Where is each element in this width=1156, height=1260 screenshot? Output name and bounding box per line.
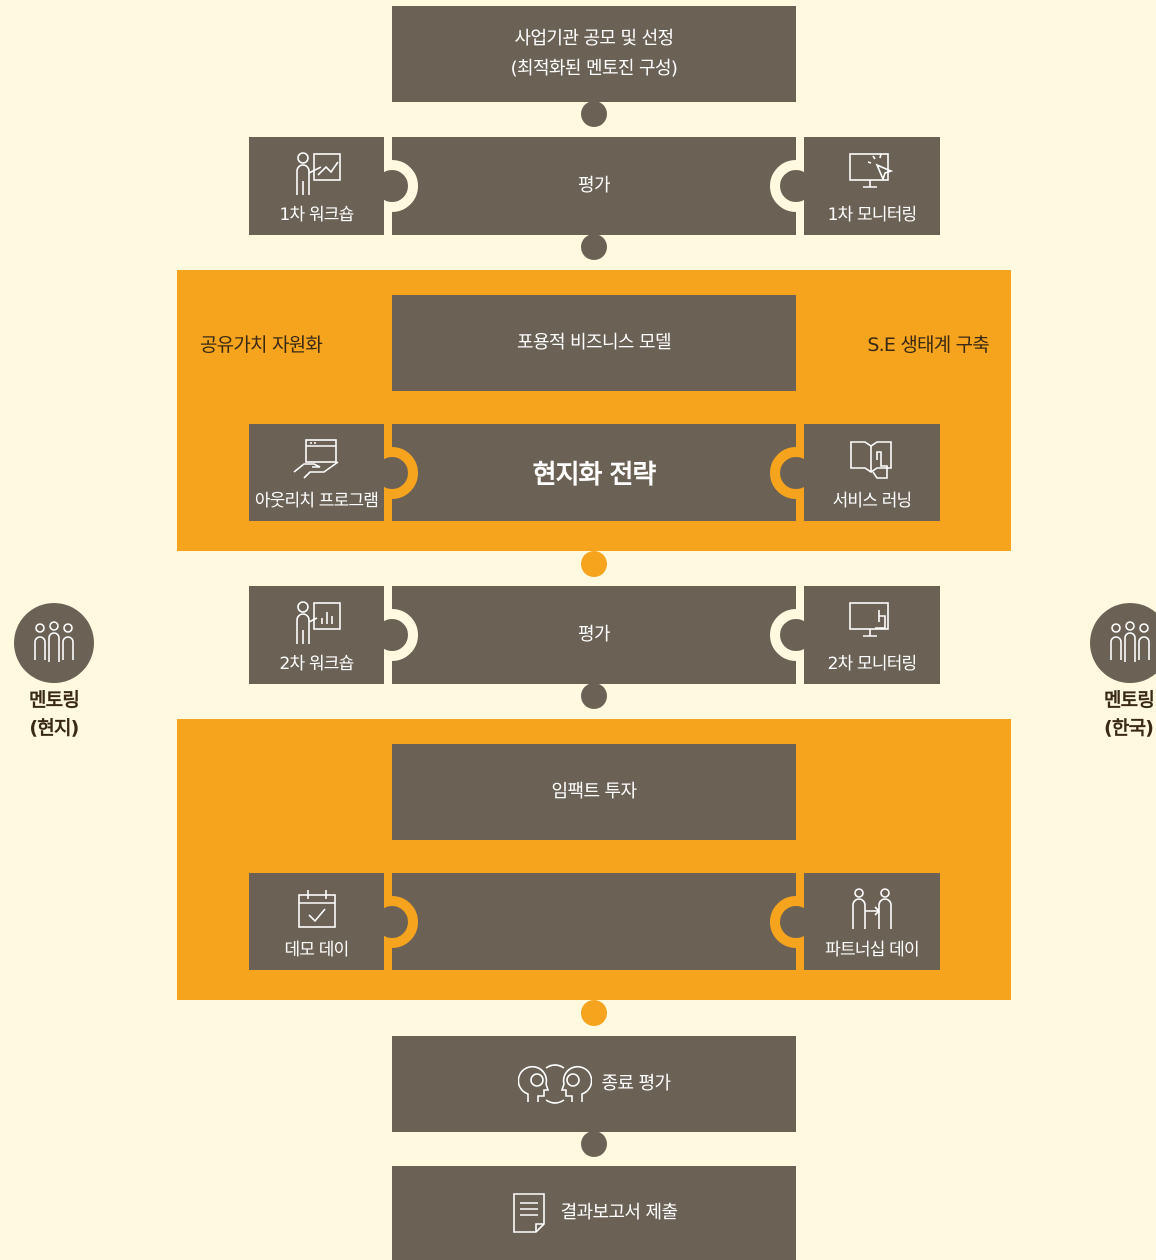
mentoring-korea-circle — [1090, 603, 1156, 683]
impact-investment-label: 임팩트 투자 — [551, 781, 638, 802]
impact-investment-box: 임팩트 투자 — [392, 744, 796, 840]
final-evaluation-box: 종료 평가 — [392, 1036, 796, 1132]
final-evaluation-label: 종료 평가 — [601, 1073, 672, 1094]
shared-value-label: 공유가치 자원화 — [200, 334, 323, 356]
localization-label: 현지화 전략 — [532, 460, 657, 490]
evaluation-label: 평가 — [578, 624, 611, 645]
connector-knob — [581, 683, 607, 709]
monitor-touch-icon — [804, 600, 940, 640]
report-box: 결과보고서 제출 — [392, 1166, 796, 1260]
mentoring-korea-sub: (한국) — [1104, 717, 1154, 739]
evaluation-box-1: 평가 — [392, 137, 796, 235]
partnership-day-tile: 파트너십 데이 — [804, 873, 940, 970]
people-exchange-icon — [804, 887, 940, 933]
connector-knob — [581, 101, 607, 127]
connector-knob — [581, 1000, 607, 1026]
head-question-gear-icon — [517, 1062, 592, 1106]
presentation-chart-icon — [249, 600, 384, 646]
connector-knob — [581, 551, 607, 577]
ecosystem-label: S.E 생태계 구축 — [867, 334, 989, 356]
service-learning-label: 서비스 러닝 — [832, 491, 913, 511]
recruitment-box: 사업기관 공모 및 선정 (최적화된 멘토진 구성) — [392, 6, 796, 102]
outreach-tile: 아웃리치 프로그램 — [249, 424, 384, 521]
workshop-2-label: 2차 워크숍 — [279, 654, 355, 674]
monitoring-1-tile: 1차 모니터링 — [804, 137, 940, 235]
connector-knob — [581, 1131, 607, 1157]
inclusive-business-label: 포용적 비즈니스 모델 — [517, 332, 671, 353]
connector-knob — [581, 234, 607, 260]
monitoring-1-label: 1차 모니터링 — [827, 205, 918, 225]
document-icon — [511, 1191, 547, 1235]
demo-day-tile: 데모 데이 — [249, 873, 384, 970]
group-people-icon — [1110, 621, 1150, 662]
mentoring-local-title: 멘토링 — [28, 689, 80, 711]
recruitment-subtitle: (최적화된 멘토진 구성) — [510, 58, 678, 79]
workshop-1-tile: 1차 워크숍 — [249, 137, 384, 235]
monitoring-2-label: 2차 모니터링 — [827, 654, 918, 674]
calendar-check-icon — [249, 887, 384, 931]
mentoring-korea-label: 멘토링 (한국) — [1080, 686, 1156, 742]
demo-day-label: 데모 데이 — [284, 940, 350, 960]
mentoring-local-sub: (현지) — [29, 717, 79, 739]
monitor-cursor-icon — [804, 151, 940, 191]
mentoring-korea-title: 멘토링 — [1104, 689, 1155, 711]
demo-partnership-box — [392, 873, 796, 970]
localization-box: 현지화 전략 — [392, 424, 796, 521]
mentoring-local-circle — [14, 603, 94, 683]
hand-window-icon — [249, 438, 384, 484]
presentation-icon — [249, 151, 384, 197]
recruitment-title: 사업기관 공모 및 선정 — [514, 28, 674, 49]
mentoring-local-label: 멘토링 (현지) — [4, 686, 104, 742]
service-learning-tile: 서비스 러닝 — [804, 424, 940, 521]
workshop-2-tile: 2차 워크숍 — [249, 586, 384, 684]
outreach-label: 아웃리치 프로그램 — [254, 491, 379, 511]
evaluation-label: 평가 — [578, 175, 611, 196]
report-label: 결과보고서 제출 — [560, 1202, 678, 1223]
group-people-icon — [34, 621, 74, 662]
book-hand-icon — [804, 438, 940, 484]
partnership-day-label: 파트너십 데이 — [825, 940, 919, 960]
evaluation-box-2: 평가 — [392, 586, 796, 684]
inclusive-business-box: 포용적 비즈니스 모델 — [392, 295, 796, 391]
monitoring-2-tile: 2차 모니터링 — [804, 586, 940, 684]
workshop-1-label: 1차 워크숍 — [279, 205, 355, 225]
